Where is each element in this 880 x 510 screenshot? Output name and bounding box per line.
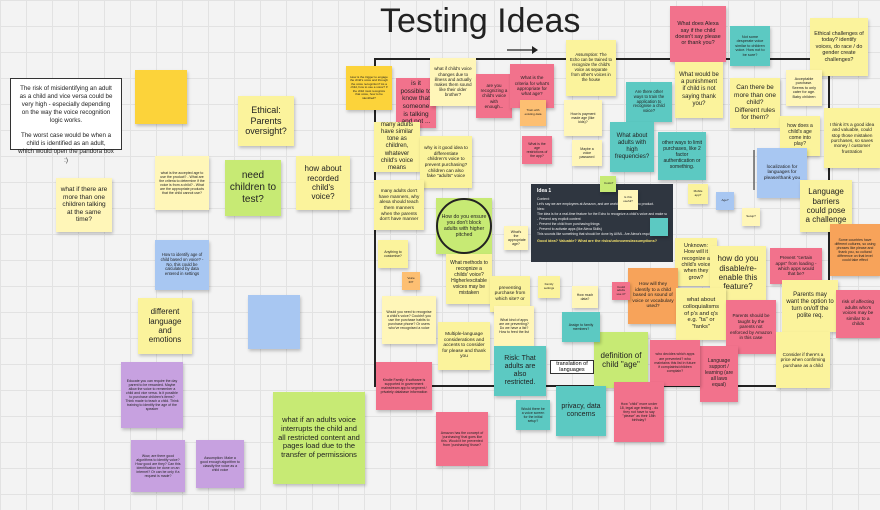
sticky-note[interactable]: Acceptable purchase. Seems to only cater…	[786, 70, 822, 106]
sticky-note[interactable]: Language support / learning (are all law…	[700, 346, 738, 402]
sticky-note[interactable]: Consider if there's a price when confirm…	[776, 332, 830, 388]
sticky-note[interactable]: Ethical challenges of today? identify vo…	[810, 18, 868, 76]
sticky-note[interactable]: Train with existing data	[520, 100, 546, 126]
sticky-note[interactable]: Would you need to recognise a child's vo…	[382, 296, 436, 344]
sticky-note[interactable]: other ways to limit purchases, like 2 fa…	[658, 132, 706, 180]
risk-paragraph-1: The risk of misidentifying an adult as a…	[19, 85, 113, 125]
sticky-note[interactable]: are you recognizing a child's voice with…	[476, 74, 512, 118]
connector-label: translation of languages	[550, 360, 594, 374]
doc-line: - Prevent any explicit content	[537, 217, 581, 221]
sticky-note[interactable]: How is the trigger to engage the child's…	[346, 66, 392, 110]
sticky-note[interactable]: risk of affecting adults who's voices ma…	[836, 290, 880, 338]
sticky-note[interactable]: many adults don't have manners, why alex…	[374, 180, 424, 230]
sticky-note[interactable]: How is payment made age (like kids)?	[564, 100, 602, 136]
sticky-note[interactable]: Language barriers could pose a challenge	[800, 180, 852, 232]
sticky-note[interactable]: Can there be more than one child? Differ…	[730, 78, 780, 128]
sticky-note[interactable]: Setup?	[742, 208, 760, 226]
sticky-note[interactable]: what is the accepted age to use the prod…	[155, 156, 209, 210]
sticky-note[interactable]: What kind of apps are we preventing? Do …	[494, 306, 534, 346]
sticky-note[interactable]: Family settings	[538, 276, 560, 298]
sticky-note[interactable]: What does Alexa say if the child doesn't…	[670, 6, 726, 62]
sticky-note[interactable]: what about colloquialisms of p's and q's…	[676, 288, 726, 340]
sticky-note[interactable]: how about recorded child's voice?	[296, 156, 350, 210]
board-title: Testing Ideas	[380, 2, 581, 40]
sticky-note[interactable]: Some countries have different cultures, …	[830, 224, 880, 276]
sticky-note[interactable]: How much data?	[572, 286, 598, 308]
sticky-note-blank-yellow[interactable]	[135, 70, 187, 124]
sticky-note[interactable]: many adults have similar tone as childre…	[374, 122, 420, 172]
sticky-note[interactable]: Parents should be taught by the parents …	[726, 300, 776, 354]
sticky-note[interactable]: who decides which apps are prevented? wh…	[650, 340, 700, 386]
sticky-note[interactable]: Voice ID?	[402, 272, 420, 290]
sticky-note[interactable]: How "child" more under 18, legal age tes…	[614, 382, 664, 442]
doc-line: - Prevent to activate apps (like Alexa S…	[537, 226, 602, 231]
sticky-note[interactable]: why is it good idea to differentiate chi…	[420, 136, 472, 188]
doc-line: Idea:	[537, 207, 545, 212]
sticky-note[interactable]: definition of child "age"	[594, 332, 648, 388]
sticky-note[interactable]: Risk: That adults are also restricted.	[494, 346, 546, 396]
sticky-note[interactable]: Would there be a voice screen for the in…	[516, 400, 550, 430]
sticky-note[interactable]: I think it's a good idea and valuable, c…	[824, 108, 880, 168]
sticky-note[interactable]: need children to test?	[225, 160, 281, 216]
doc-line: - Prevent the child from purchasing thin…	[537, 221, 600, 226]
sticky-note[interactable]: Is this useful?	[618, 190, 638, 210]
sticky-note[interactable]	[650, 218, 668, 236]
sticky-note-blank-blue[interactable]	[248, 295, 300, 349]
sticky-note[interactable]: Anything to customise?	[378, 240, 408, 268]
sticky-note[interactable]: Kindle Family: if software is supported …	[376, 362, 432, 410]
sticky-note[interactable]: Assign to family members?	[562, 312, 600, 342]
sticky-note[interactable]: What methods to recognize a childs' voic…	[446, 254, 492, 304]
sticky-note[interactable]: What is the age restrictions of the app?	[522, 136, 552, 164]
sticky-note[interactable]: Mobile app?	[688, 184, 708, 204]
sticky-note[interactable]: what if an adults voice interrupts the c…	[273, 392, 365, 484]
doc-line: The idea is for a real-time feature for …	[537, 212, 667, 217]
sticky-note[interactable]: what if child's voice changes due to ill…	[430, 58, 476, 106]
highlight-circle	[436, 198, 492, 254]
sticky-note[interactable]: Could adults use it?	[612, 282, 630, 300]
risk-textbox[interactable]: The risk of misidentifying an adult as a…	[10, 78, 122, 164]
sticky-note[interactable]: Maybe a voice password	[572, 140, 602, 166]
sticky-note[interactable]: different language and emotions	[138, 298, 192, 354]
sticky-note[interactable]: Wow, are there good algorithms to identi…	[131, 440, 185, 492]
sticky-note[interactable]: is it possible to know that someone is t…	[396, 78, 436, 128]
sticky-note[interactable]: Costs?	[600, 176, 616, 192]
sticky-note[interactable]: How to identify age of child based on vo…	[155, 240, 209, 290]
risk-paragraph-2: The worst case would be when a child is …	[18, 132, 114, 164]
doc-title: Idea 1	[537, 188, 552, 194]
sticky-note[interactable]: Age?	[716, 192, 734, 210]
doc-line: Let's say we are employees at Amazon, an…	[537, 202, 654, 207]
sticky-note[interactable]: What about adults with high frequencies?	[610, 122, 654, 172]
sticky-note[interactable]: Ethical: Parents oversight?	[238, 96, 294, 146]
doc-line: Context:	[537, 197, 550, 202]
doc-line: This sounds like something that should b…	[537, 231, 667, 236]
sticky-note[interactable]: How will they identify to a child based …	[628, 268, 678, 324]
sticky-note[interactable]: What would be a punishment if child is n…	[675, 62, 723, 118]
sticky-note[interactable]: privacy, data concerns	[556, 386, 606, 436]
sticky-note[interactable]: Assumption: The Echo can be trained to r…	[566, 40, 616, 96]
sticky-note[interactable]: What's the appropriate age?	[504, 226, 528, 250]
sticky-note[interactable]: Amazon has the concept of 'purchasing' t…	[436, 412, 488, 466]
sticky-note[interactable]: what if there are more than one children…	[56, 178, 112, 232]
idea-document[interactable]: Idea 1 Context: Let's say we are employe…	[531, 184, 673, 262]
sticky-note[interactable]: Multiple-language considerations and acc…	[438, 322, 490, 370]
sticky-note[interactable]: Educate you can require the day parent t…	[121, 362, 183, 428]
doc-highlight: Good idea? Valuable? What are the risks/…	[537, 238, 658, 243]
sticky-note[interactable]: localization for languages for please/th…	[757, 148, 807, 198]
sticky-note[interactable]: Are there other ways to train the applic…	[626, 82, 672, 122]
sticky-note[interactable]: Assumption: Make a good enough algorithm…	[196, 440, 244, 488]
sticky-note[interactable]: Not some desperate voice similar to chil…	[730, 26, 770, 66]
sticky-note[interactable]: Prevent "certain apps" from loading - wh…	[770, 248, 822, 284]
sticky-note[interactable]: Parents may want the option to turn on/o…	[782, 280, 838, 332]
